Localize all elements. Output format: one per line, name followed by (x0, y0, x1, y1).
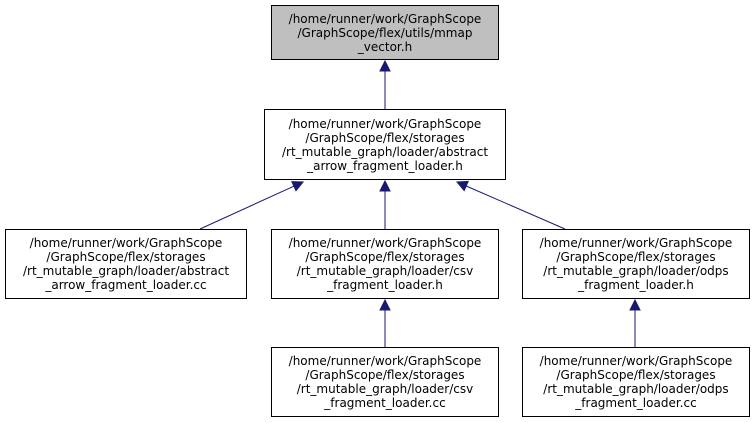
node-csv-fragment-loader-cc[interactable]: /home/runner/work/GraphScope /GraphScope… (271, 347, 499, 417)
edge-abstract-cc-to-abstract-h-arrowhead (291, 181, 305, 192)
edge-odps-h-to-abstract-h-arrowhead (455, 180, 469, 192)
node-label: /home/runner/work/GraphScope /GraphScope… (288, 236, 482, 292)
edge-csv-cc-to-csv-h-arrowhead (379, 298, 391, 311)
edge-abstract-h-to-mmap-vector-arrowhead (379, 59, 391, 72)
node-label: /home/runner/work/GraphScope /GraphScope… (539, 236, 733, 292)
node-mmap-vector-h: /home/runner/work/GraphScope /GraphScope… (271, 5, 499, 60)
node-label: /home/runner/work/GraphScope /GraphScope… (22, 236, 230, 292)
node-abstract-arrow-fragment-loader-cc[interactable]: /home/runner/work/GraphScope /GraphScope… (5, 229, 247, 299)
node-label: /home/runner/work/GraphScope /GraphScope… (288, 354, 482, 410)
node-label: /home/runner/work/GraphScope /GraphScope… (539, 354, 733, 410)
node-label: /home/runner/work/GraphScope /GraphScope… (281, 116, 489, 173)
node-csv-fragment-loader-h[interactable]: /home/runner/work/GraphScope /GraphScope… (271, 229, 499, 299)
edge-odps-h-to-abstract-h (465, 185, 566, 230)
edge-odps-cc-to-odps-h-arrowhead (629, 298, 641, 311)
node-odps-fragment-loader-h[interactable]: /home/runner/work/GraphScope /GraphScope… (522, 229, 750, 299)
node-odps-fragment-loader-cc[interactable]: /home/runner/work/GraphScope /GraphScope… (522, 347, 750, 417)
node-abstract-arrow-fragment-loader-h[interactable]: /home/runner/work/GraphScope /GraphScope… (264, 109, 506, 180)
edge-csv-h-to-abstract-h-arrowhead (379, 179, 391, 192)
node-label: /home/runner/work/GraphScope /GraphScope… (288, 11, 482, 54)
edge-abstract-cc-to-abstract-h (199, 185, 295, 230)
